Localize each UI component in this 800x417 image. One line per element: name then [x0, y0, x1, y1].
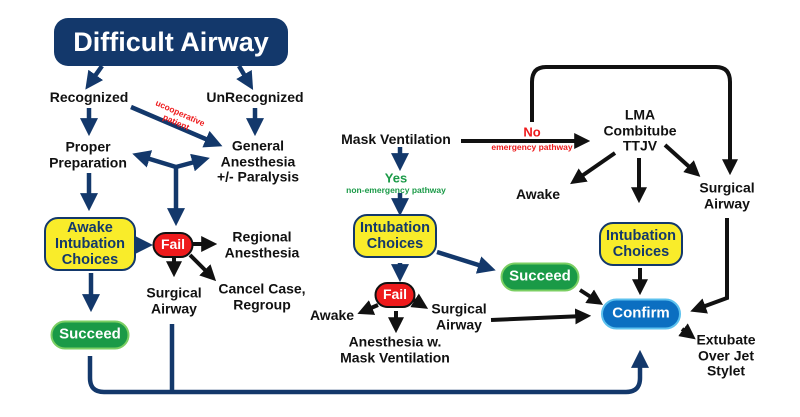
arrow-fail-awake	[357, 300, 379, 315]
arrow-title-recognized	[85, 64, 104, 90]
arrow-lma-surgical	[663, 143, 701, 177]
node-fail-mid[interactable]: Fail	[374, 282, 416, 308]
node-proper-preparation: Proper Preparation	[49, 139, 127, 170]
label-emergency-pathway: emergency pathway	[491, 142, 573, 153]
arrow-succeed-confirm	[578, 288, 604, 305]
line-1: Cancel Case,	[218, 280, 306, 297]
node-awake-intubation-choices[interactable]: Awake Intubation Choices	[44, 217, 136, 271]
line-2: Choices	[612, 244, 670, 260]
node-confirm[interactable]: Confirm	[601, 298, 681, 330]
line-2: Preparation	[49, 154, 127, 170]
line-1: Intubation	[359, 219, 431, 236]
node-general-anesthesia: General Anesthesia +/- Paralysis	[217, 138, 299, 185]
node-extubate-over-jet-stylet: Extubate Over Jet Stylet	[696, 332, 755, 379]
line-2: Airway	[436, 316, 482, 332]
line-2: Anesthesia	[220, 153, 296, 170]
line-1: Intubation	[605, 227, 677, 244]
node-surgical-airway-right: Surgical Airway	[699, 180, 754, 211]
node-surgical-airway-mid: Surgical Airway	[431, 301, 486, 332]
node-intubation-choices-mid[interactable]: Intubation Choices	[353, 214, 437, 258]
arrow-surgical-confirm	[490, 308, 592, 325]
node-awake-mid: Awake	[309, 307, 355, 324]
arrow-uncooperative	[130, 104, 223, 148]
node-surgical-airway-left: Surgical Airway	[146, 285, 201, 316]
arrow-lma-awake	[570, 151, 617, 185]
arrow-surgical-right-confirm	[690, 218, 729, 314]
line-2: Mask Ventilation	[340, 349, 450, 365]
line-2: Airway	[704, 195, 750, 211]
node-awake-right: Awake	[515, 186, 561, 203]
label-no: No	[523, 124, 541, 140]
line-2: Choices	[366, 236, 424, 252]
arrow-split-ga	[175, 153, 210, 172]
line-bottom-return	[87, 349, 649, 395]
node-intubation-choices-right[interactable]: Intubation Choices	[599, 222, 683, 266]
node-fail-left[interactable]: Fail	[152, 232, 194, 258]
line-1: Surgical	[699, 179, 755, 196]
line-2: Combitube	[603, 122, 677, 139]
line-2: Airway	[151, 300, 197, 316]
line-1: Awake	[67, 219, 113, 236]
arrow-fail-surgical-mid	[410, 293, 429, 309]
line-1: Surgical	[146, 284, 202, 301]
line-emergency-loop	[530, 65, 738, 176]
label-non-emergency-pathway: non-emergency pathway	[346, 185, 446, 196]
node-anesthesia-mask-ventilation: Anesthesia w. Mask Ventilation	[340, 334, 450, 365]
node-succeed-mid[interactable]: Succeed	[500, 262, 580, 292]
line-1: Proper	[65, 138, 111, 155]
line-3: Stylet	[706, 362, 746, 379]
line-1: Extubate	[696, 331, 756, 348]
line-1: Regional	[232, 228, 292, 245]
node-lma-combitube-ttjv: LMA Combitube TTJV	[603, 107, 676, 154]
line-1: Surgical	[431, 300, 487, 317]
line-2: Regroup	[233, 296, 291, 312]
label-yes: Yes	[384, 170, 408, 186]
line-1: Anesthesia w.	[348, 333, 442, 350]
node-cancel-case: Cancel Case, Regroup	[218, 281, 305, 312]
node-unrecognized: UnRecognized	[206, 89, 304, 106]
line-3: +/- Paralysis	[216, 168, 300, 185]
node-mask-ventilation: Mask Ventilation	[341, 131, 451, 148]
arrow-split-prep	[132, 150, 177, 170]
node-succeed-left[interactable]: Succeed	[50, 320, 130, 350]
arrow-fail-cancel	[188, 253, 217, 282]
line-3: TTJV	[622, 137, 658, 154]
line-2: Intubation	[54, 235, 126, 252]
arrow-intubation-succeed	[436, 249, 496, 274]
line-1: General	[231, 137, 285, 154]
node-regional-anesthesia: Regional Anesthesia	[225, 229, 300, 260]
difficult-airway-title: Difficult Airway	[54, 18, 288, 66]
arrow-confirm-extubate	[678, 323, 696, 340]
line-1: LMA	[624, 106, 656, 123]
arrow-title-unrecognized	[236, 64, 254, 90]
line-2: Over Jet	[697, 347, 755, 364]
line-2: Anesthesia	[224, 244, 300, 260]
node-recognized: Recognized	[49, 89, 129, 106]
line-3: Choices	[61, 252, 119, 269]
